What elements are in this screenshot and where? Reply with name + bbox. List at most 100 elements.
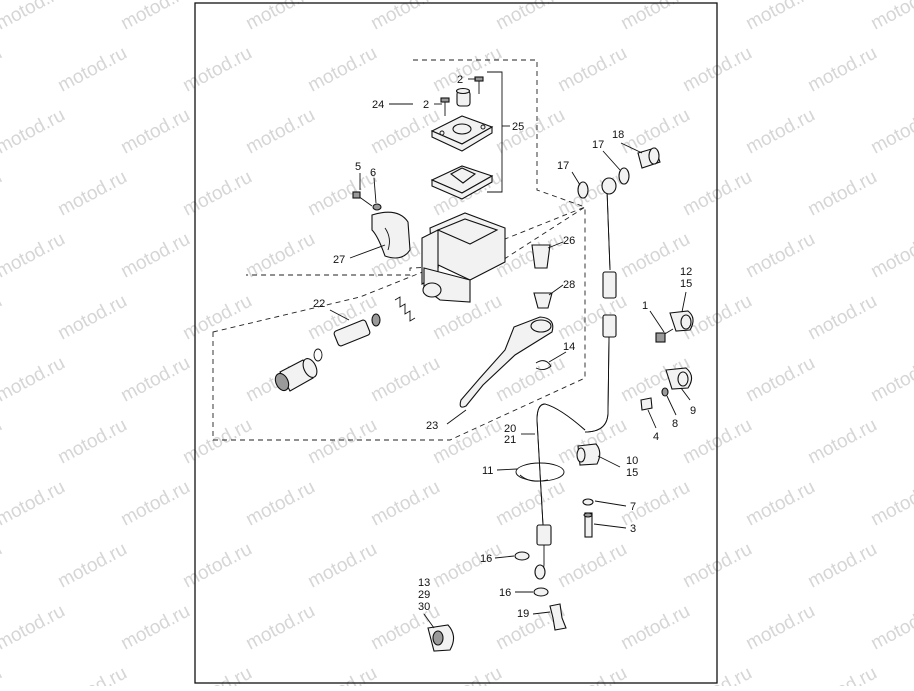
watermark-text: motod.ru — [242, 601, 318, 655]
watermark-text: motod.ru — [804, 663, 880, 686]
callout-11: 11 — [482, 465, 493, 477]
watermark-text: motod.ru — [742, 0, 818, 34]
clamp-10 — [576, 443, 601, 466]
cover-gasket — [430, 165, 494, 200]
watermark-text: motod.ru — [617, 477, 693, 531]
watermark-text: motod.ru — [804, 167, 880, 221]
watermark-text: motod.ru — [492, 477, 568, 531]
watermark-text: motod.ru — [117, 477, 193, 531]
watermark-text: motod.ru — [242, 477, 318, 531]
watermark-text: motod.ru — [179, 167, 255, 221]
callout-27: 27 — [333, 254, 345, 266]
callout-17b: 17 — [592, 139, 604, 151]
watermark-text: motod.ru — [742, 353, 818, 407]
callout-6: 6 — [370, 167, 376, 179]
lever-group-outline — [212, 206, 586, 441]
screw-5 — [352, 191, 373, 207]
callout-labels: 2 2 24 25 5 6 27 17 17 18 26 28 22 12 15… — [313, 74, 696, 620]
callout-29: 29 — [418, 589, 430, 601]
callout-3: 3 — [630, 523, 636, 535]
watermark-text: motod.ru — [54, 663, 130, 686]
clamp-9 — [665, 367, 693, 390]
pivot-28 — [533, 292, 553, 309]
watermark-text: motod.ru — [804, 539, 880, 593]
watermark-text: motod.ru — [804, 291, 880, 345]
watermark-text: motod.ru — [117, 601, 193, 655]
watermark-text: motod.ru — [867, 105, 914, 159]
watermark-text: motod.ru — [0, 353, 69, 407]
callout-17a: 17 — [557, 160, 569, 172]
diagram-frame — [194, 2, 718, 684]
master-cylinder-body — [421, 212, 506, 303]
callout-15a: 15 — [680, 278, 692, 290]
watermark-text: motod.ru — [117, 105, 193, 159]
callout-26: 26 — [563, 235, 575, 247]
watermark-text: motod.ru — [54, 415, 130, 469]
watermark-text: motod.ru — [0, 663, 6, 686]
watermark-text: motod.ru — [179, 43, 255, 97]
sight-plug — [455, 87, 471, 107]
watermark-text: motod.ru — [0, 601, 69, 655]
watermark-text: motod.ru — [0, 105, 69, 159]
leader-lines — [329, 78, 691, 629]
watermark-text: motod.ru — [867, 601, 914, 655]
watermark-text: motod.ru — [804, 415, 880, 469]
washer-8 — [661, 387, 669, 397]
watermark-text: motod.ru — [742, 601, 818, 655]
nut-4 — [640, 397, 653, 411]
watermark-text: motod.ru — [554, 539, 630, 593]
watermark-text: motod.ru — [492, 0, 568, 34]
callout-2b: 2 — [423, 99, 429, 111]
watermark-text: motod.ru — [54, 167, 130, 221]
callout-16a: 16 — [480, 553, 492, 565]
reservoir-cover — [430, 115, 494, 152]
watermark-text: motod.ru — [742, 229, 818, 283]
callout-13: 13 — [418, 577, 430, 589]
pin-26 — [531, 244, 551, 269]
watermark-text: motod.ru — [54, 291, 130, 345]
watermark-text: motod.ru — [0, 539, 6, 593]
watermark-text: motod.ru — [304, 539, 380, 593]
screw-1 — [655, 328, 674, 343]
washer-6 — [372, 203, 382, 211]
callout-25: 25 — [512, 121, 524, 133]
bleeder-19 — [549, 603, 567, 631]
watermark-text: motod.ru — [0, 291, 6, 345]
callout-5: 5 — [355, 161, 361, 173]
watermark-text: motod.ru — [179, 415, 255, 469]
callout-1: 1 — [642, 300, 648, 312]
watermark-text: motod.ru — [179, 291, 255, 345]
callout-15b: 15 — [626, 467, 638, 479]
watermark-text: motod.ru — [242, 105, 318, 159]
clip-14 — [535, 360, 552, 371]
washer-7 — [582, 498, 594, 506]
bracket-25 — [487, 71, 503, 193]
watermark-text: motod.ru — [867, 0, 914, 34]
callout-8: 8 — [672, 418, 678, 430]
washer-17-right — [618, 167, 630, 185]
callout-19: 19 — [517, 608, 529, 620]
callout-2a: 2 — [457, 74, 463, 86]
watermark-text: motod.ru — [617, 601, 693, 655]
watermark-text: motod.ru — [242, 0, 318, 34]
brake-lever-23 — [459, 316, 554, 408]
callout-18: 18 — [612, 129, 624, 141]
callout-12: 12 — [680, 266, 692, 278]
callout-20: 20 — [504, 423, 516, 435]
callout-16b: 16 — [499, 587, 511, 599]
bolt-18 — [637, 147, 661, 169]
callout-28: 28 — [563, 279, 575, 291]
watermark-text: motod.ru — [54, 539, 130, 593]
clamp-27 — [371, 211, 411, 259]
brake-line-hose — [534, 177, 617, 580]
watermark-text: motod.ru — [492, 105, 568, 159]
watermark-text: motod.ru — [429, 415, 505, 469]
watermark-text: motod.ru — [867, 229, 914, 283]
watermark-text: motod.ru — [867, 353, 914, 407]
watermark-text: motod.ru — [554, 43, 630, 97]
watermark-text: motod.ru — [0, 415, 6, 469]
watermark-text: motod.ru — [554, 291, 630, 345]
callout-30: 30 — [418, 601, 430, 613]
watermark-text: motod.ru — [617, 0, 693, 34]
